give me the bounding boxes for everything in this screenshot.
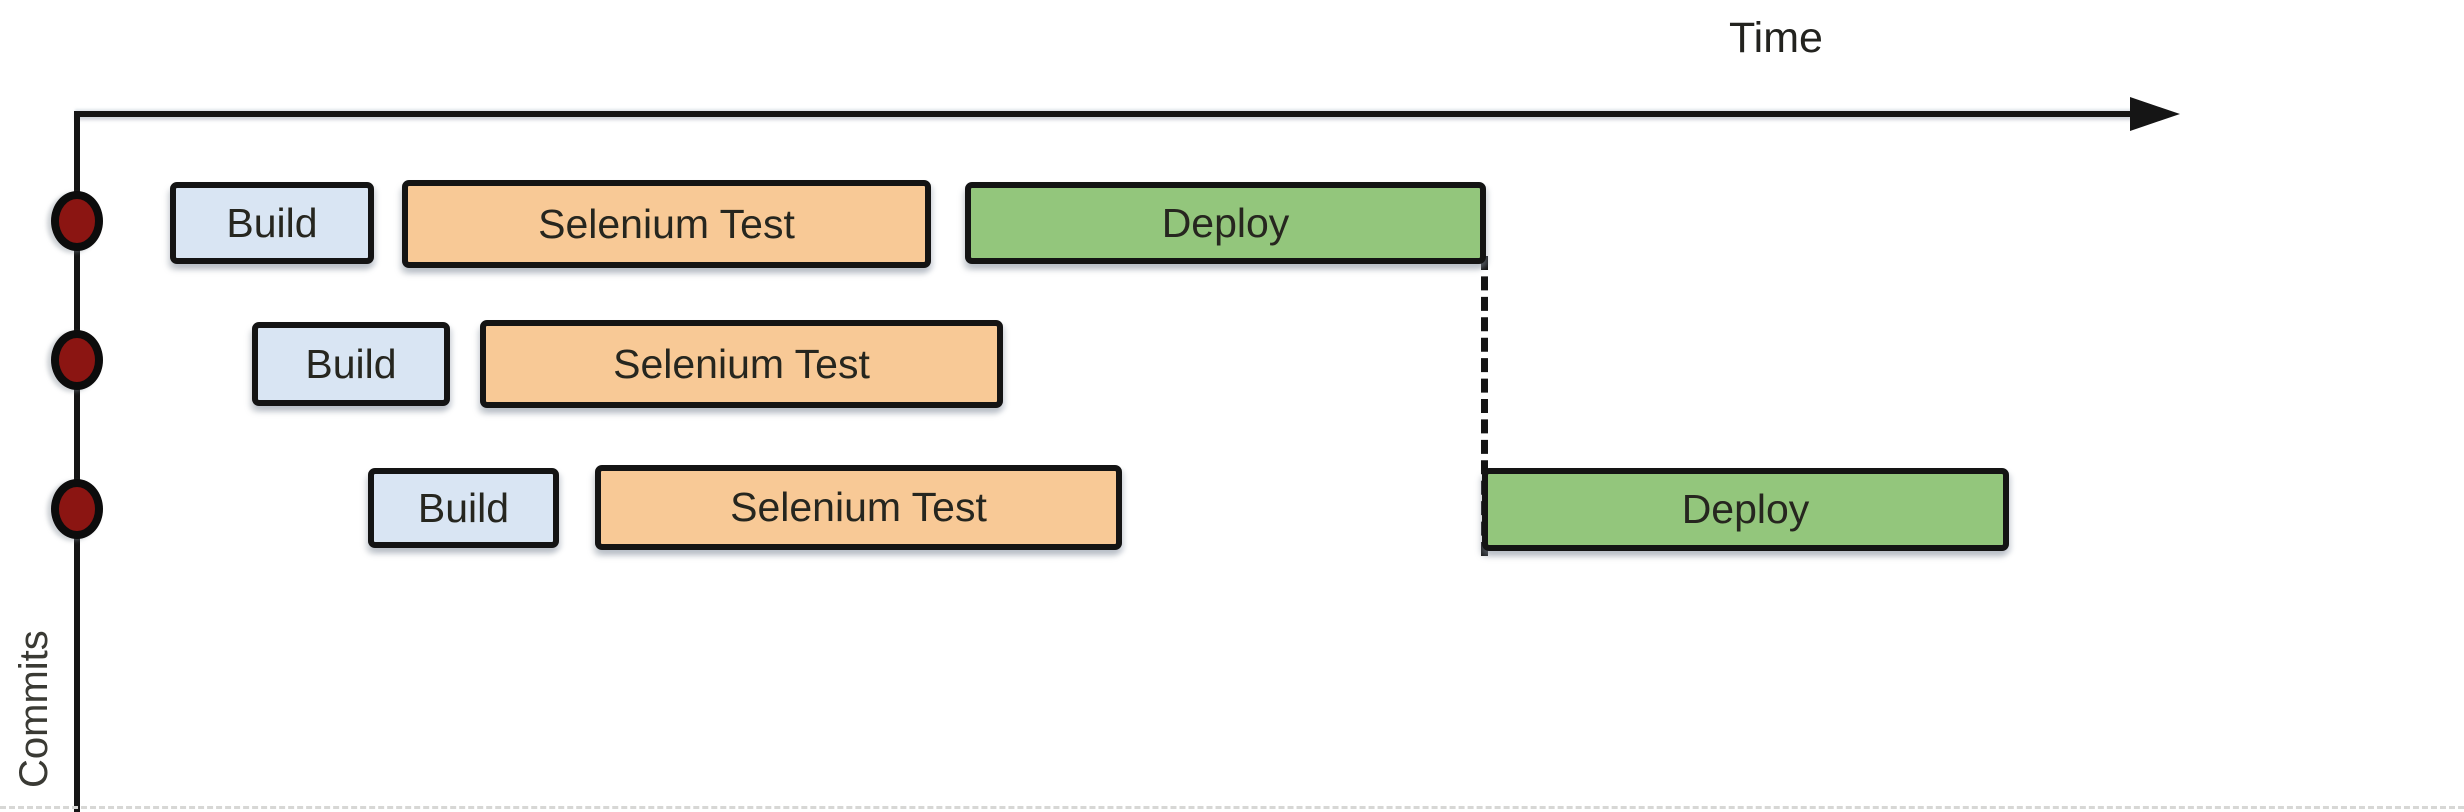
commit-dot-2 <box>51 330 103 390</box>
bottom-scan-artifact-line <box>0 806 2464 809</box>
bar-test-row3: Selenium Test <box>595 465 1122 550</box>
bar-test-row1: Selenium Test <box>402 180 931 268</box>
bar-label: Selenium Test <box>538 200 795 247</box>
bar-build-row1: Build <box>170 182 374 264</box>
bar-build-row2: Build <box>252 322 450 406</box>
bar-build-row3: Build <box>368 468 559 548</box>
bar-deploy-row1: Deploy <box>965 182 1486 264</box>
bar-label: Build <box>226 199 318 246</box>
bar-label: Selenium Test <box>730 484 987 530</box>
bar-label: Deploy <box>1681 486 1810 532</box>
commit-dot-3 <box>51 479 103 539</box>
time-axis-label: Time <box>1729 14 1823 62</box>
bar-test-row2: Selenium Test <box>480 320 1003 408</box>
bar-label: Build <box>417 484 510 531</box>
commit-dot-1 <box>51 191 103 251</box>
bar-label: Selenium Test <box>613 340 870 387</box>
deploy-dependency-dashed-line <box>1481 256 1488 556</box>
commits-axis-label: Commits <box>12 630 56 788</box>
time-axis-arrowhead-icon <box>2130 97 2180 131</box>
commits-axis-line <box>74 111 80 812</box>
bar-label: Deploy <box>1161 199 1290 246</box>
bar-deploy-row3: Deploy <box>1482 468 2009 551</box>
bar-label: Build <box>305 340 397 387</box>
time-axis-line <box>75 111 2135 117</box>
